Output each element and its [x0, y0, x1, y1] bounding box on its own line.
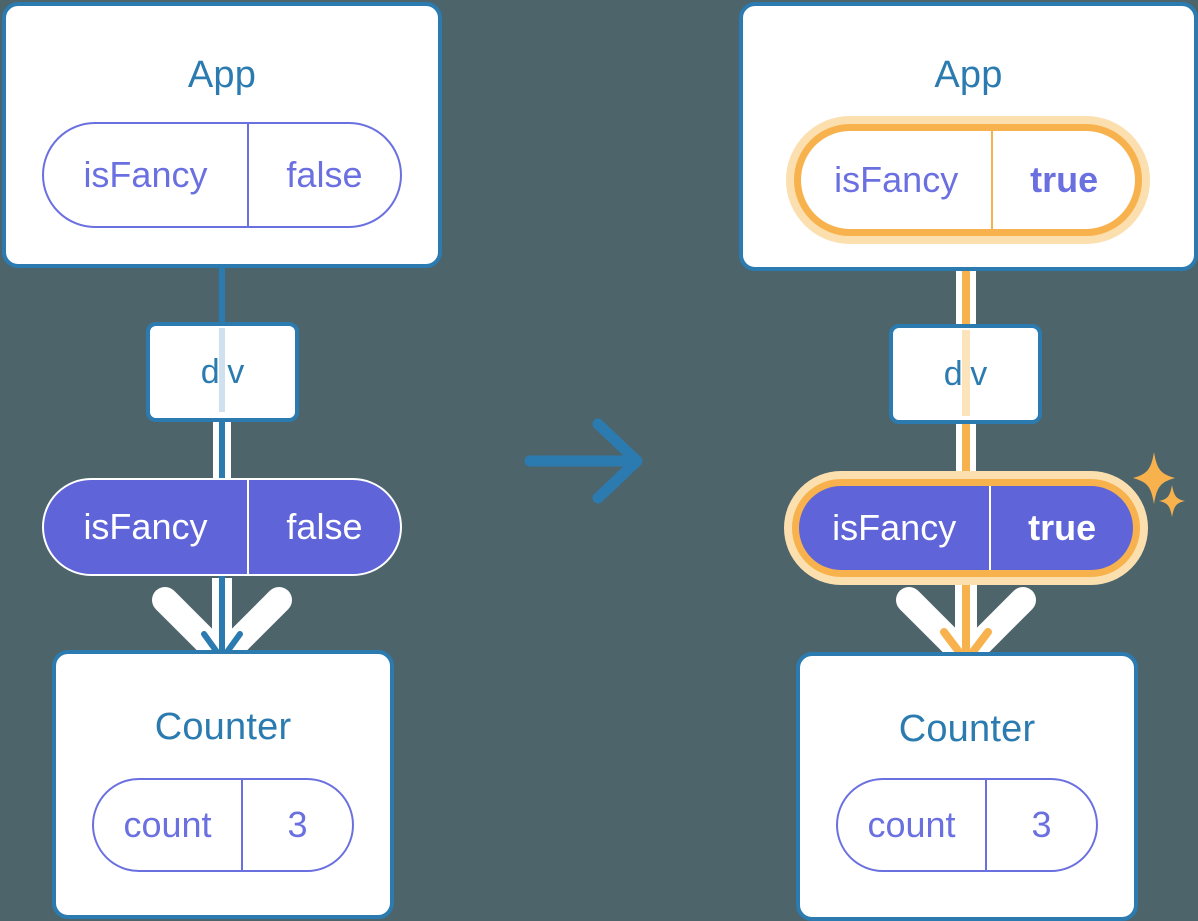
connector-through-div-left — [219, 328, 225, 412]
connector-app-to-div-left — [219, 262, 225, 328]
arrow-right-icon — [524, 418, 643, 504]
card-app-before-title: App — [187, 54, 257, 96]
pill-key: count — [867, 804, 956, 845]
arrow-to-counter-left — [201, 576, 243, 662]
pill-app-isfancy-before[interactable]: isFancy false — [42, 122, 402, 228]
pill-prop-isfancy-after[interactable]: isFancy true — [792, 479, 1140, 577]
pill-counter-count-after[interactable]: count 3 — [836, 778, 1098, 872]
pill-value: 3 — [985, 780, 1096, 870]
card-counter-after-title: Counter — [898, 708, 1036, 750]
pill-value: true — [991, 131, 1135, 229]
card-counter-before-title: Counter — [154, 706, 292, 748]
pill-value: true — [989, 486, 1133, 570]
card-app-after-title: App — [934, 54, 1003, 96]
pill-key: isFancy — [83, 154, 208, 195]
pill-key: isFancy — [834, 159, 959, 200]
sparkles-icon-prop — [1133, 452, 1185, 517]
connector-through-div-right — [962, 330, 970, 416]
arrow-to-counter-right — [940, 576, 992, 665]
pill-key: isFancy — [83, 506, 208, 547]
pill-key: count — [123, 804, 212, 845]
pill-key: isFancy — [832, 507, 957, 548]
pill-counter-count-before[interactable]: count 3 — [92, 778, 354, 872]
connector-div-to-pill-left — [219, 410, 225, 520]
pill-prop-isfancy-before[interactable]: isFancy false — [42, 478, 402, 576]
arrow-fan-halo-right — [896, 578, 1036, 670]
connector-div-to-pill-right — [962, 412, 970, 522]
pill-value: false — [246, 480, 400, 574]
connector-app-to-div-right — [962, 230, 970, 332]
pill-app-isfancy-after[interactable]: isFancy true — [794, 124, 1142, 236]
card-counter-after: Counter — [796, 652, 1138, 921]
arrow-fan-halo-left — [152, 578, 292, 670]
pill-value: 3 — [241, 780, 352, 870]
pill-value: false — [246, 124, 400, 226]
